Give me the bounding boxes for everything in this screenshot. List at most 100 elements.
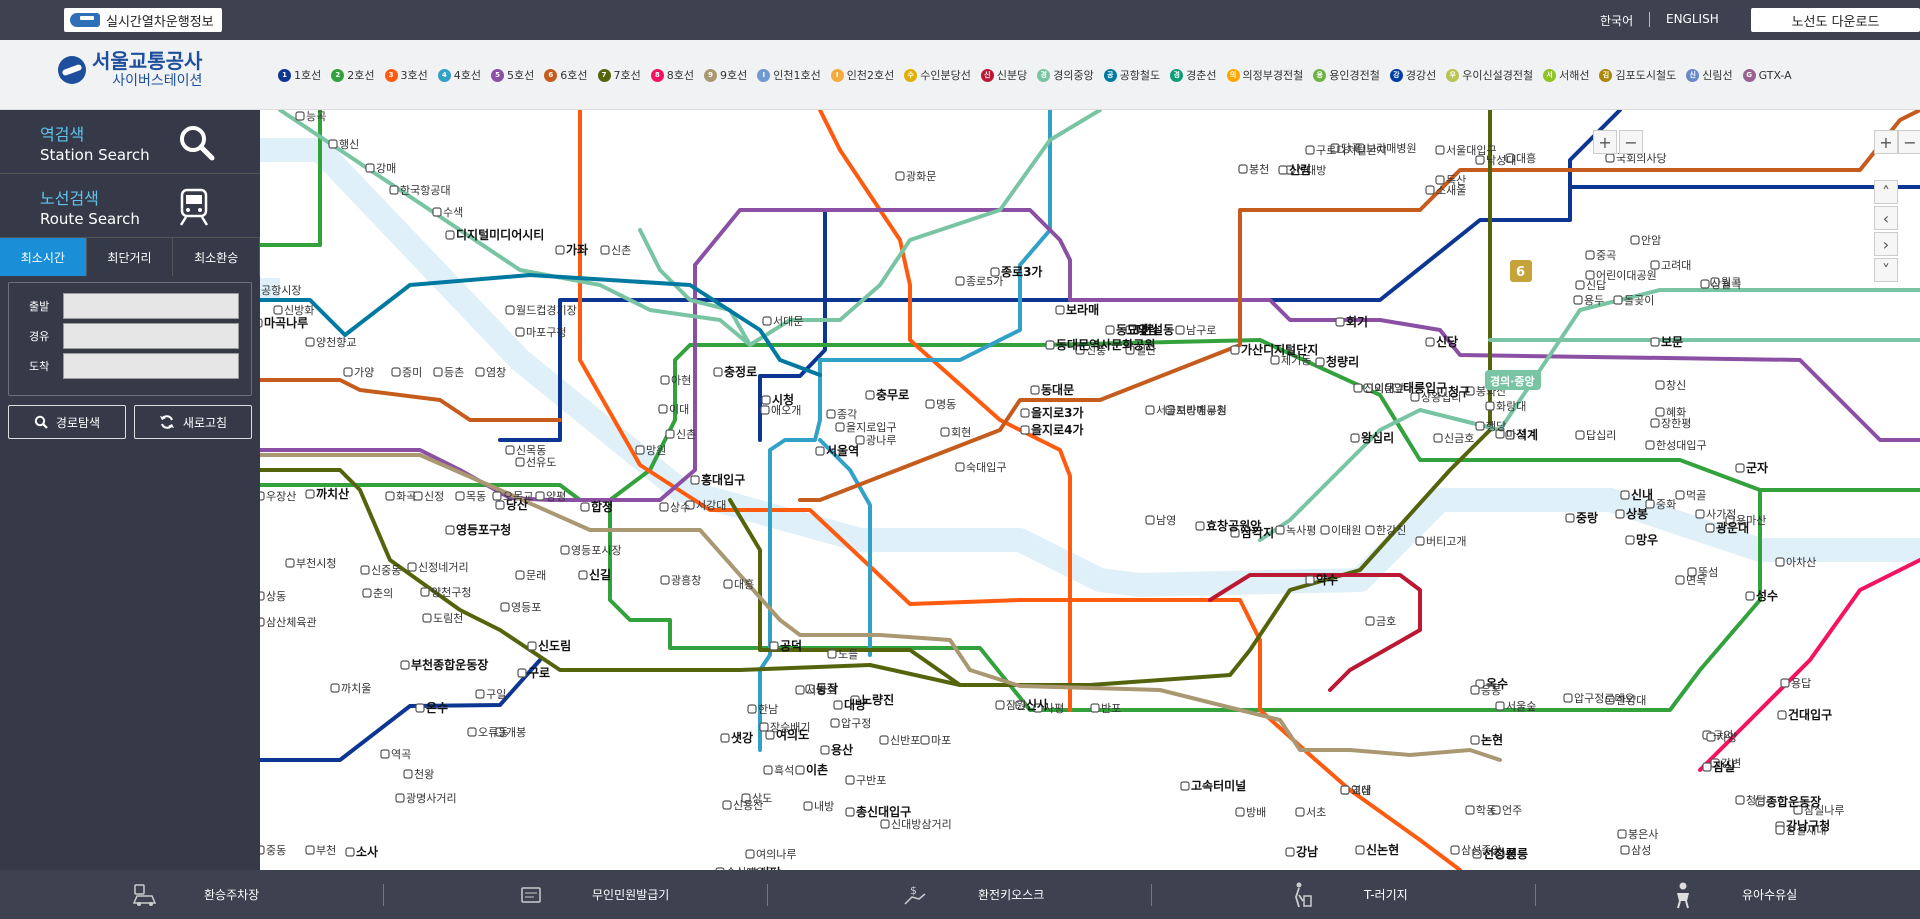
station-label[interactable]: 언주	[1502, 804, 1522, 817]
station-marker[interactable]	[1675, 575, 1685, 585]
station-label[interactable]: 교대	[1351, 784, 1371, 797]
tab-min-transfer[interactable]: 최소환승	[173, 238, 261, 276]
station-label[interactable]: 신방화	[284, 304, 314, 317]
station-label[interactable]: 삼각지	[1241, 525, 1274, 540]
station-label[interactable]: 청량리	[1326, 354, 1359, 369]
station-label[interactable]: 염창	[486, 366, 506, 379]
route-search-button[interactable]: 경로탐색	[8, 405, 126, 439]
station-marker[interactable]	[1780, 678, 1790, 688]
station-marker[interactable]	[762, 316, 772, 326]
station-label[interactable]: 월곡	[1721, 276, 1741, 289]
station-marker[interactable]	[1020, 408, 1030, 418]
station-label[interactable]: 부천	[316, 843, 336, 857]
route-search-panel[interactable]: 노선검색 Route Search	[0, 174, 260, 238]
station-label[interactable]: 망원	[646, 444, 666, 457]
station-label[interactable]: 시청	[772, 392, 794, 407]
station-marker[interactable]	[260, 491, 265, 501]
station-marker[interactable]	[1305, 145, 1315, 155]
station-marker[interactable]	[1613, 295, 1623, 305]
station-marker[interactable]	[1645, 499, 1655, 509]
station-label[interactable]: 보라매공원	[1176, 404, 1227, 417]
station-marker[interactable]	[925, 399, 935, 409]
station-marker[interactable]	[1505, 153, 1515, 163]
station-label[interactable]: 개봉	[506, 726, 526, 739]
station-marker[interactable]	[723, 579, 733, 589]
station-search-panel[interactable]: 역검색 Station Search	[0, 110, 260, 174]
station-marker[interactable]	[343, 367, 353, 377]
station-marker[interactable]	[1075, 345, 1085, 355]
station-marker[interactable]	[1125, 345, 1135, 355]
station-label[interactable]: 버티고개	[1426, 535, 1466, 548]
station-label[interactable]: 강남구청	[1786, 818, 1830, 833]
station-marker[interactable]	[1617, 829, 1627, 839]
station-label[interactable]: 봉은사	[1628, 828, 1658, 841]
station-label[interactable]: 구로	[528, 666, 550, 680]
station-marker[interactable]	[345, 847, 355, 857]
station-marker[interactable]	[362, 588, 372, 598]
station-label[interactable]: 청담	[1746, 794, 1766, 807]
station-label[interactable]: 회현	[951, 426, 971, 439]
station-label[interactable]: 석계	[1516, 427, 1538, 442]
station-label[interactable]: 충무로	[876, 387, 909, 402]
station-marker[interactable]	[845, 807, 855, 817]
station-marker[interactable]	[1090, 703, 1100, 713]
station-marker[interactable]	[745, 849, 755, 859]
station-label[interactable]: 남영	[1156, 514, 1176, 527]
station-marker[interactable]	[1415, 536, 1425, 546]
station-marker[interactable]	[765, 730, 775, 740]
station-label[interactable]: 먹골	[1686, 489, 1706, 502]
station-marker[interactable]	[500, 602, 510, 612]
station-marker[interactable]	[715, 867, 725, 870]
station-label[interactable]: 가좌	[566, 242, 588, 257]
station-label[interactable]: 증미	[402, 366, 422, 379]
station-marker[interactable]	[769, 641, 779, 651]
station-label[interactable]: 건대입구	[1788, 707, 1832, 722]
station-label[interactable]: 용마산	[1736, 514, 1766, 527]
station-marker[interactable]	[1465, 805, 1475, 815]
station-marker[interactable]	[763, 765, 773, 775]
station-label[interactable]: 흑석	[774, 763, 794, 777]
end-station-input[interactable]	[63, 353, 240, 379]
station-label[interactable]: 마포구청	[526, 326, 566, 339]
station-label[interactable]: 신내	[1631, 487, 1653, 502]
station-label[interactable]: 을지로입구	[846, 421, 897, 434]
station-label[interactable]: 태릉입구	[1403, 380, 1447, 395]
station-label[interactable]: 구반포	[856, 774, 886, 787]
station-marker[interactable]	[833, 700, 843, 710]
station-label[interactable]: 서강대	[696, 499, 726, 512]
station-marker[interactable]	[515, 327, 525, 337]
station-label[interactable]: 노량진	[861, 692, 894, 707]
station-marker[interactable]	[722, 800, 732, 810]
via-station-input[interactable]	[63, 323, 240, 349]
station-label[interactable]: 등촌	[444, 366, 464, 379]
station-marker[interactable]	[1605, 695, 1615, 705]
station-label[interactable]: 내방	[814, 800, 834, 813]
station-marker[interactable]	[495, 500, 505, 510]
station-marker[interactable]	[433, 367, 443, 377]
station-marker[interactable]	[505, 305, 515, 315]
station-marker[interactable]	[1495, 701, 1505, 711]
station-label[interactable]: 답십리	[1586, 429, 1616, 442]
station-marker[interactable]	[920, 735, 930, 745]
station-marker[interactable]	[1425, 185, 1435, 195]
station-marker[interactable]	[415, 703, 425, 713]
station-marker[interactable]	[360, 565, 370, 575]
station-marker[interactable]	[1180, 781, 1190, 791]
zoom-in-button[interactable]: +	[1874, 130, 1898, 154]
station-label[interactable]: 우장산	[266, 490, 296, 503]
station-label[interactable]: 고려대	[1661, 259, 1691, 272]
station-label[interactable]: 양천향교	[316, 335, 356, 349]
station-label[interactable]: 뚝섬	[1698, 566, 1718, 579]
station-label[interactable]: 공항시장	[261, 284, 301, 297]
station-label[interactable]: 방배	[1246, 806, 1266, 819]
station-label[interactable]: 중곡	[1596, 249, 1616, 262]
station-label[interactable]: 신길	[589, 567, 611, 582]
station-marker[interactable]	[305, 489, 315, 499]
station-marker[interactable]	[826, 409, 836, 419]
station-label[interactable]: 압구정	[841, 717, 871, 730]
station-label[interactable]: 신목동	[516, 444, 546, 457]
